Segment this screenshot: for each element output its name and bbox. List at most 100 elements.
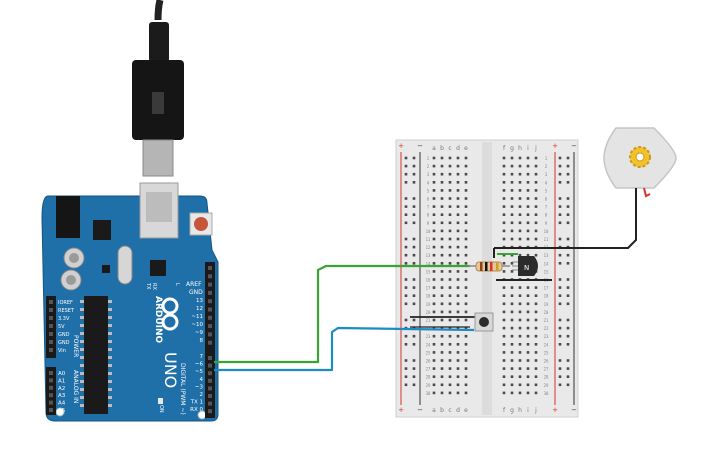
rail-hole[interactable] [558,367,562,370]
breadboard-hole[interactable] [534,172,538,176]
breadboard-hole[interactable] [518,351,522,354]
breadboard-hole[interactable] [456,326,460,330]
breadboard-hole[interactable] [502,172,506,176]
breadboard-hole[interactable] [526,326,530,330]
rail-hole[interactable] [404,164,408,168]
rail-hole[interactable] [566,197,570,200]
breadboard-hole[interactable] [526,286,530,289]
breadboard-hole[interactable] [440,270,444,273]
breadboard-hole[interactable] [464,367,468,370]
breadboard-hole[interactable] [526,302,530,306]
breadboard-hole[interactable] [518,310,522,314]
rail-hole[interactable] [566,367,570,370]
header-hole[interactable] [49,308,53,312]
breadboard-hole[interactable] [502,197,506,200]
breadboard-hole[interactable] [464,310,468,314]
rail-hole[interactable] [404,156,408,160]
breadboard-hole[interactable] [464,181,468,184]
rail-hole[interactable] [404,213,408,216]
breadboard-hole[interactable] [526,205,530,208]
rail-hole[interactable] [404,253,408,257]
breadboard-hole[interactable] [456,310,460,314]
breadboard-hole[interactable] [534,391,538,395]
breadboard-hole[interactable] [448,286,452,289]
breadboard-hole[interactable] [510,375,514,378]
breadboard-hole[interactable] [502,351,506,354]
breadboard-hole[interactable] [456,343,460,346]
breadboard-hole[interactable] [526,294,530,297]
breadboard-hole[interactable] [526,229,530,233]
breadboard-hole[interactable] [448,351,452,354]
breadboard-hole[interactable] [448,213,452,216]
rail-hole[interactable] [404,318,408,322]
breadboard-hole[interactable] [502,229,506,233]
header-hole[interactable] [49,348,53,352]
breadboard-hole[interactable] [432,351,436,354]
breadboard-hole[interactable] [440,221,444,225]
breadboard-hole[interactable] [510,253,514,257]
rail-hole[interactable] [558,197,562,200]
rail-hole[interactable] [558,383,562,387]
breadboard-hole[interactable] [464,302,468,306]
breadboard-hole[interactable] [440,229,444,233]
breadboard-hole[interactable] [432,359,436,362]
breadboard-hole[interactable] [432,334,436,338]
breadboard-hole[interactable] [448,253,452,257]
breadboard-hole[interactable] [456,253,460,257]
breadboard-hole[interactable] [534,205,538,208]
rail-hole[interactable] [558,294,562,297]
breadboard-hole[interactable] [464,253,468,257]
breadboard-hole[interactable] [464,164,468,168]
breadboard-hole[interactable] [510,351,514,354]
breadboard-hole[interactable] [440,294,444,297]
breadboard-hole[interactable] [526,383,530,387]
breadboard-hole[interactable] [448,164,452,168]
breadboard-hole[interactable] [464,278,468,281]
breadboard-hole[interactable] [526,359,530,362]
breadboard-hole[interactable] [518,172,522,176]
breadboard-hole[interactable] [510,367,514,370]
breadboard-hole[interactable] [518,181,522,184]
rail-hole[interactable] [412,359,416,362]
breadboard-hole[interactable] [456,213,460,216]
breadboard-hole[interactable] [464,172,468,176]
rail-hole[interactable] [566,318,570,322]
breadboard-hole[interactable] [502,189,506,192]
rail-hole[interactable] [404,375,408,378]
breadboard-hole[interactable] [534,237,538,241]
breadboard-hole[interactable] [432,172,436,176]
breadboard-hole[interactable] [518,286,522,289]
rail-hole[interactable] [566,221,570,225]
breadboard-hole[interactable] [448,229,452,233]
breadboard-hole[interactable] [456,278,460,281]
breadboard-hole[interactable] [510,156,514,160]
breadboard-hole[interactable] [432,278,436,281]
power-jack[interactable] [56,196,80,238]
breadboard-hole[interactable] [518,391,522,395]
breadboard-hole[interactable] [502,302,506,306]
rail-hole[interactable] [558,221,562,225]
breadboard-hole[interactable] [432,253,436,257]
breadboard-hole[interactable] [448,237,452,241]
rail-hole[interactable] [412,334,416,338]
breadboard-hole[interactable] [526,351,530,354]
breadboard-hole[interactable] [448,375,452,378]
rail-hole[interactable] [412,181,416,184]
breadboard-hole[interactable] [502,237,506,241]
rail-hole[interactable] [558,213,562,216]
breadboard-hole[interactable] [510,383,514,387]
breadboard-hole[interactable] [432,205,436,208]
breadboard-hole[interactable] [510,181,514,184]
breadboard-hole[interactable] [464,221,468,225]
breadboard-hole[interactable] [432,213,436,216]
header-hole[interactable] [208,386,212,391]
breadboard-hole[interactable] [518,375,522,378]
breadboard-hole[interactable] [440,237,444,241]
rail-hole[interactable] [566,294,570,297]
rail-hole[interactable] [412,383,416,387]
breadboard-hole[interactable] [440,156,444,160]
breadboard-hole[interactable] [432,318,436,322]
resistor[interactable] [468,261,510,272]
rail-hole[interactable] [412,375,416,378]
rail-hole[interactable] [566,237,570,241]
